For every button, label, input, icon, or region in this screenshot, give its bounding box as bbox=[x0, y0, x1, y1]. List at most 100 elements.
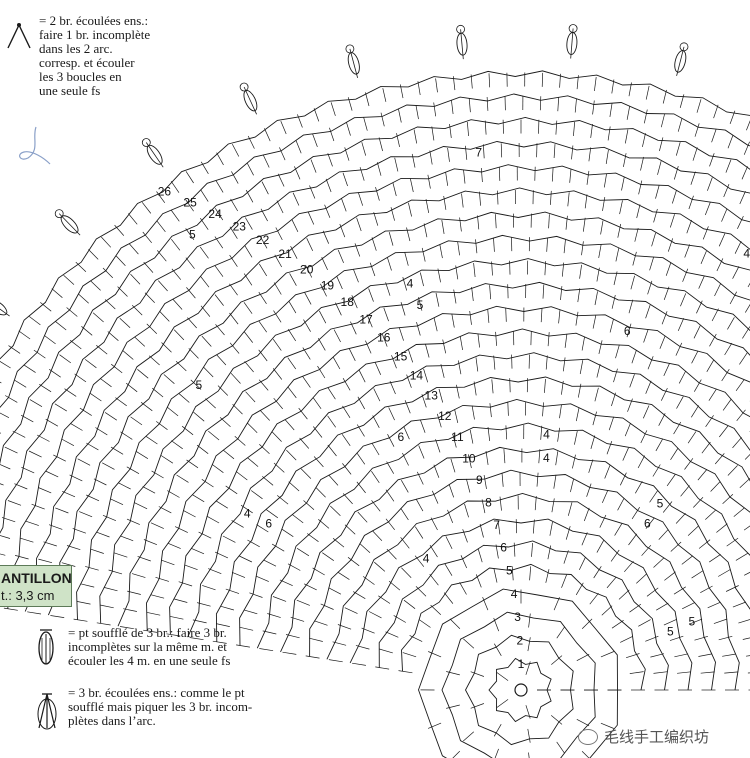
stitch-post bbox=[613, 271, 618, 286]
stitch-post bbox=[497, 190, 499, 205]
stitch-post bbox=[641, 544, 652, 556]
stitch-post bbox=[451, 313, 455, 328]
stitch-post bbox=[19, 537, 34, 543]
stitch-post bbox=[624, 129, 629, 144]
stitch-post bbox=[716, 258, 724, 272]
foundation-ring bbox=[514, 683, 528, 697]
stitch-post bbox=[119, 317, 131, 328]
stitch-post bbox=[44, 335, 56, 345]
stitch-post bbox=[732, 266, 740, 279]
scallop-chain bbox=[676, 46, 685, 76]
stitch-post bbox=[357, 396, 366, 410]
round-number: 11 bbox=[451, 430, 464, 444]
stitch-post bbox=[219, 417, 231, 428]
stitch-post bbox=[511, 566, 514, 581]
stitch-post bbox=[620, 635, 633, 643]
stitch-post bbox=[131, 573, 146, 578]
stitch-post bbox=[399, 84, 404, 99]
stitch-post bbox=[128, 213, 138, 225]
stitch-post bbox=[157, 250, 167, 262]
stitch-post bbox=[64, 388, 77, 397]
stitch-post bbox=[601, 605, 613, 616]
stitch-post bbox=[627, 398, 633, 412]
stitch-post bbox=[721, 369, 730, 382]
stitch-post bbox=[618, 589, 630, 600]
stitch-post bbox=[327, 387, 336, 400]
stitch-post bbox=[336, 276, 343, 290]
stitch-post bbox=[313, 426, 323, 438]
stitch-post bbox=[45, 418, 59, 427]
stitch-post bbox=[249, 592, 263, 598]
stitch-post bbox=[538, 449, 541, 464]
stitch-post bbox=[246, 162, 254, 176]
round-1-line bbox=[488, 657, 552, 723]
stitch-post bbox=[23, 364, 36, 373]
stitch-post bbox=[471, 405, 475, 420]
stitch-post bbox=[259, 263, 267, 277]
stitch-post bbox=[27, 611, 42, 615]
sample-title: ANTILLON bbox=[1, 570, 72, 586]
stitch-post bbox=[38, 487, 52, 494]
stitch-post bbox=[0, 432, 2, 434]
round-number: 12 bbox=[438, 409, 452, 423]
scallop-chain bbox=[460, 29, 464, 60]
stitch-post bbox=[317, 338, 326, 351]
stitch-post bbox=[421, 247, 426, 262]
scallop-chain bbox=[349, 48, 358, 79]
stitch-post bbox=[198, 531, 212, 539]
stitch-post bbox=[337, 249, 344, 264]
stitch-post bbox=[647, 356, 654, 370]
stitch-post bbox=[286, 449, 297, 461]
stitch-post bbox=[735, 552, 749, 561]
stitch-post bbox=[742, 637, 750, 640]
round-number: 3 bbox=[514, 610, 521, 624]
stitch-post bbox=[31, 503, 45, 510]
stitch-post bbox=[725, 159, 732, 173]
stitch-post bbox=[126, 518, 140, 525]
stitch-post bbox=[722, 493, 734, 504]
stitch-post bbox=[677, 317, 685, 332]
stitch-post bbox=[493, 568, 498, 583]
stitch-post bbox=[454, 409, 459, 423]
stitch-post bbox=[696, 300, 703, 314]
stitch-post bbox=[302, 347, 311, 360]
stitch-post bbox=[358, 369, 366, 383]
stitch-post bbox=[561, 262, 565, 277]
stitch-post bbox=[229, 342, 240, 354]
stitch-post bbox=[488, 73, 491, 88]
stitch-post bbox=[215, 324, 225, 336]
stitch-post bbox=[419, 272, 424, 287]
stitch-post bbox=[471, 286, 474, 301]
stitch-post bbox=[75, 261, 87, 273]
stitch-post bbox=[258, 379, 269, 391]
stitch-post bbox=[43, 541, 57, 547]
stitch-post bbox=[460, 555, 468, 569]
stitch-post bbox=[636, 204, 641, 219]
stitch-post bbox=[161, 559, 175, 566]
repeat-count: 4 bbox=[743, 246, 750, 260]
stitch-post bbox=[443, 195, 447, 210]
stitch-post bbox=[548, 214, 550, 229]
stitch-post bbox=[626, 105, 631, 120]
stitch-post bbox=[571, 145, 574, 160]
stitch-post bbox=[477, 333, 480, 348]
round-22-line bbox=[6, 164, 750, 609]
stitch-post bbox=[231, 143, 240, 157]
stitch-post bbox=[288, 300, 297, 314]
stitch-post bbox=[110, 363, 123, 374]
stitch-post bbox=[396, 133, 400, 147]
stitch-post bbox=[631, 349, 637, 364]
stitch-post bbox=[561, 574, 567, 588]
round-20-line bbox=[47, 211, 750, 616]
stitch-post bbox=[312, 397, 322, 410]
stitch-post bbox=[185, 199, 194, 212]
stitch-post bbox=[259, 443, 270, 455]
stitch-post bbox=[96, 622, 111, 626]
stitch-post bbox=[312, 133, 318, 148]
stitch-post bbox=[119, 626, 134, 630]
stitch-post bbox=[197, 602, 211, 607]
stitch-post bbox=[344, 607, 358, 614]
stitch-post bbox=[85, 566, 99, 571]
stitch-post bbox=[382, 88, 387, 102]
stitch-post bbox=[619, 200, 623, 215]
